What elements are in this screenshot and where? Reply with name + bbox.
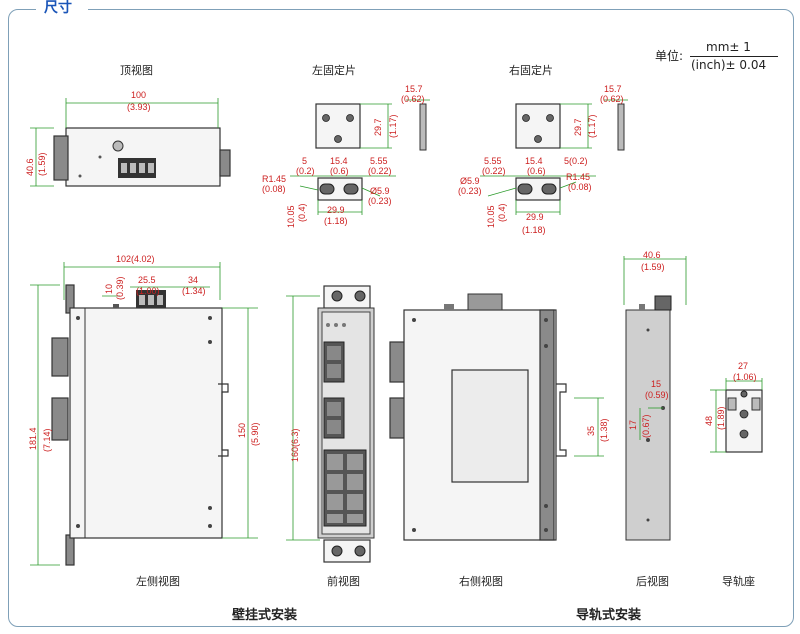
dim-rb-29-9-in: (1.18)	[522, 225, 546, 235]
group-label-rail: 导轨式安装	[576, 608, 642, 623]
dim-rb-thickness-in: (0.62)	[600, 94, 624, 104]
dim-lb-10-05: 10.05	[286, 205, 296, 228]
dim-rv-width-in: (1.59)	[641, 262, 665, 272]
dim-ls-width: 102(4.02)	[116, 254, 155, 264]
dim-rb-diameter: Ø5.9	[460, 176, 480, 186]
dim-lb-height: 29.7	[373, 118, 383, 136]
view-label-rear: 后视图	[636, 575, 669, 588]
dim-rv-width: 40.6	[643, 250, 661, 260]
dim-rv-15: 15	[651, 379, 661, 389]
dim-rb-15-4: 15.4	[525, 156, 543, 166]
dim-lb-10-05-in: (0.4)	[297, 203, 307, 222]
right-side-view-drawing	[389, 293, 604, 541]
dim-ls-34-in: (1.34)	[182, 286, 206, 296]
dim-top-width-in: (3.93)	[127, 102, 151, 112]
dim-top-height-in: (1.59)	[37, 152, 47, 176]
view-label-right-bracket: 右固定片	[509, 64, 553, 77]
view-label-front: 前视图	[327, 575, 360, 588]
dim-lb-height-in: (1.17)	[388, 114, 398, 138]
dim-rb-5: 5(0.2)	[564, 156, 588, 166]
right-bracket-drawing	[480, 99, 628, 215]
dim-ls-34: 34	[188, 275, 198, 285]
dim-ls-25-5: 25.5	[138, 275, 156, 285]
dim-rb-radius: R1.45	[566, 172, 590, 182]
dim-rb-29-9: 29.9	[526, 212, 544, 222]
dim-ls-25-5-in: (1.00)	[136, 286, 160, 296]
dim-seat-width-in: (1.06)	[733, 372, 757, 382]
dim-rb-radius-in: (0.08)	[568, 182, 592, 192]
rail-seat-drawing	[710, 378, 763, 453]
dim-ls-150: 150	[237, 423, 247, 438]
left-side-view-drawing	[30, 262, 258, 566]
dim-top-width: 100	[131, 90, 146, 100]
top-view-drawing	[30, 98, 231, 187]
view-label-right-side: 右侧视图	[459, 575, 503, 588]
title-background	[36, 0, 88, 18]
view-label-left-side: 左侧视图	[136, 575, 180, 588]
unit-numerator: mm± 1	[706, 40, 751, 54]
front-view-drawing	[286, 285, 375, 563]
dim-rb-10-05: 10.05	[486, 205, 496, 228]
dim-ls-150-in: (5.90)	[250, 422, 260, 446]
dim-lb-5-in: (0.2)	[296, 166, 315, 176]
left-bracket-drawing	[290, 99, 430, 215]
dim-rs-35-in: (1.38)	[599, 418, 609, 442]
dim-ls-height-in: (7.14)	[42, 428, 52, 452]
dim-lb-15-4: 15.4	[330, 156, 348, 166]
dim-rb-5-55-in: (0.22)	[482, 166, 506, 176]
dim-lb-15-4-in: (0.6)	[330, 166, 349, 176]
view-label-rail-seat: 导轨座	[722, 575, 755, 588]
dim-rb-diameter-in: (0.23)	[458, 186, 482, 196]
dim-seat-height-in: (1.89)	[716, 406, 726, 430]
dim-ls-10-in: (0.39)	[115, 276, 125, 300]
dim-lb-5-55-in: (0.22)	[368, 166, 392, 176]
dim-rs-35: 35	[586, 426, 596, 436]
dim-rb-5-55: 5.55	[484, 156, 502, 166]
dimensions-frame	[8, 9, 794, 627]
dim-top-height: 40.6	[25, 158, 35, 176]
dim-ls-height: 181.4	[28, 427, 38, 450]
view-label-top: 顶视图	[120, 64, 153, 77]
dim-lb-29-9-in: (1.18)	[324, 216, 348, 226]
dim-lb-radius: R1.45	[262, 174, 286, 184]
dim-lb-thickness: 15.7	[405, 84, 423, 94]
section-title: 尺寸	[44, 0, 72, 16]
unit-fraction-line	[690, 56, 778, 57]
dim-ls-10: 10	[104, 284, 114, 294]
dim-lb-diameter-in: (0.23)	[368, 196, 392, 206]
rear-view-drawing	[623, 256, 687, 541]
dim-lb-thickness-in: (0.62)	[401, 94, 425, 104]
dim-lb-5-55: 5.55	[370, 156, 388, 166]
dim-rb-10-05-in: (0.4)	[497, 203, 507, 222]
dim-lb-diameter: Ø5.9	[370, 186, 390, 196]
dim-seat-height: 48	[704, 416, 714, 426]
dim-rb-thickness: 15.7	[604, 84, 622, 94]
unit-label: 单位:	[655, 49, 684, 63]
dim-front-height: 160(6.3)	[290, 428, 300, 462]
group-label-wall: 壁挂式安装	[232, 608, 298, 623]
dim-rb-15-4-in: (0.6)	[527, 166, 546, 176]
dim-rb-height-in: (1.17)	[587, 114, 597, 138]
view-label-left-bracket: 左固定片	[312, 64, 356, 77]
unit-denominator: (inch)± 0.04	[691, 58, 767, 72]
dim-lb-radius-in: (0.08)	[262, 184, 286, 194]
dim-rb-height: 29.7	[573, 118, 583, 136]
dim-rv-17: 17	[628, 420, 638, 430]
dim-lb-29-9: 29.9	[327, 205, 345, 215]
dim-lb-5: 5	[302, 156, 307, 166]
dim-rv-17-in: (0.67)	[641, 414, 651, 438]
dim-seat-width: 27	[738, 361, 748, 371]
dim-rv-15-in: (0.59)	[645, 390, 669, 400]
